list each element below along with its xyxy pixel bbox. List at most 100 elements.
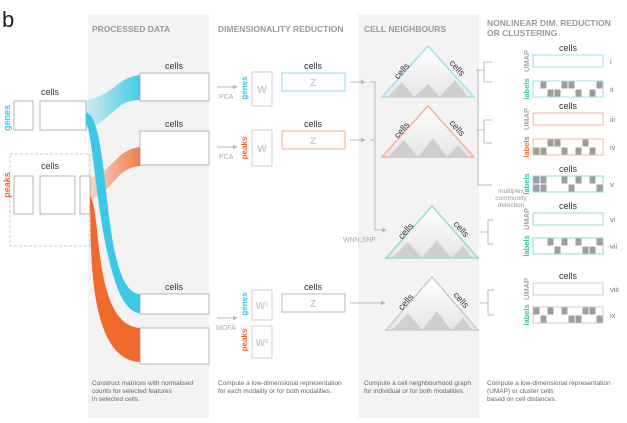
dimred-joint-peaks-label: peaks xyxy=(240,328,249,351)
label-cell xyxy=(547,89,554,97)
label-cell xyxy=(596,238,603,246)
output-numeral: ix xyxy=(610,311,616,320)
genes-flow-top xyxy=(86,75,140,130)
output-numeral: ii xyxy=(610,85,614,94)
z-joint-label: Z xyxy=(310,299,316,310)
z-peaks-label: Z xyxy=(310,136,316,147)
multiplex-label-2: community xyxy=(495,195,527,202)
label-cell xyxy=(575,147,582,155)
header-dimensionality-reduction: DIMENSIONALITY REDUCTION xyxy=(218,24,343,34)
raw-peaks-matrix-b xyxy=(39,175,76,215)
header-cell-neighbours: CELL NEIGHBOURS xyxy=(364,24,446,34)
header-nonlinear-line2: OR CLUSTERING xyxy=(487,28,558,38)
label-cell xyxy=(540,315,547,323)
label-cell xyxy=(554,89,561,97)
output-numeral: iv xyxy=(610,143,616,152)
label-cell xyxy=(582,307,589,315)
output-numeral: iii xyxy=(610,115,615,124)
proc-cells-label-1: cells xyxy=(165,61,184,71)
dimred-peaks-label: peaks xyxy=(240,136,249,159)
z-peaks-box xyxy=(281,130,346,150)
umap-embedding-box xyxy=(532,212,604,226)
label-cell xyxy=(596,81,603,89)
umap-embedding-box xyxy=(532,54,604,68)
bracket-genes xyxy=(476,61,492,83)
bracket-multiplex xyxy=(476,69,492,186)
bracket-joint xyxy=(480,289,494,316)
label-cell xyxy=(540,81,547,89)
caption-processed-3: in selected cells. xyxy=(92,396,140,403)
output-cells-label: cells xyxy=(559,43,578,53)
w-genes-box xyxy=(251,71,273,107)
proc-cells-label-3: cells xyxy=(165,282,184,292)
header-nonlinear-line1: NONLINEAR DIM. REDUCTION xyxy=(487,18,611,28)
w2-box xyxy=(251,325,273,359)
raw-peaks-label: peaks xyxy=(2,172,12,198)
umap-side-label: UMAP xyxy=(522,208,531,230)
w1-label: W¹ xyxy=(256,301,269,312)
label-cell xyxy=(568,81,575,89)
z-joint-box xyxy=(281,293,346,313)
label-cell xyxy=(596,184,603,192)
raw-peaks-cells-label: cells xyxy=(41,161,60,171)
multiplex-label-3: detection xyxy=(498,202,525,209)
proc-genes-matrix xyxy=(139,72,210,102)
raw-genes-cells-label: cells xyxy=(41,87,60,97)
peaks-flow-bottom xyxy=(90,196,140,362)
label-cell xyxy=(540,147,547,155)
umap-embedding-box xyxy=(532,282,604,296)
caption-nonlinear-2: (UMAP) or cluster cells xyxy=(487,388,554,395)
caption-neighbours-2: for individual or for both modalities. xyxy=(364,388,465,395)
output-cells-label: cells xyxy=(559,164,578,174)
caption-dimred-2: for each modality or for both modalities… xyxy=(218,388,332,395)
label-cell xyxy=(561,147,568,155)
z-cells-label-1: cells xyxy=(304,61,323,71)
label-cell xyxy=(561,307,568,315)
raw-genes-matrix-b xyxy=(39,100,87,131)
label-cell xyxy=(568,315,575,323)
z-cells-label-3: cells xyxy=(304,282,323,292)
cluster-labels-box xyxy=(532,175,604,193)
w-genes-label: W xyxy=(257,85,267,96)
output-numeral: i xyxy=(610,57,612,66)
label-cell xyxy=(589,176,596,184)
neighbour-graph-joint: cells cells xyxy=(384,275,480,331)
proc-peaks-matrix-joint xyxy=(139,327,210,365)
label-cell xyxy=(547,139,554,147)
output-numeral: v xyxy=(610,180,614,189)
header-processed-data: PROCESSED DATA xyxy=(92,24,170,34)
genes-flow-bottom xyxy=(86,112,140,313)
proc-peaks-matrix xyxy=(139,130,210,166)
pca-label-2: PCA xyxy=(219,154,234,161)
wnn-snf-label: WNN,SNF xyxy=(343,237,376,244)
label-cell xyxy=(582,246,589,254)
caption-processed-2: counts for selected features xyxy=(92,388,173,395)
caption-nonlinear-1: Compute a low-dimensional representation xyxy=(487,380,611,387)
w-peaks-box xyxy=(251,129,273,167)
label-cell xyxy=(547,307,554,315)
w-peaks-label: W xyxy=(257,144,267,155)
labels-side-label: labels xyxy=(522,235,531,256)
label-cell xyxy=(568,184,575,192)
raw-genes-matrix-a xyxy=(13,100,34,131)
output-numeral: vi xyxy=(610,215,616,224)
output-cells-label: cells xyxy=(559,101,578,111)
bracket-wnn xyxy=(480,219,494,245)
output-cells-label: cells xyxy=(559,271,578,281)
label-cell xyxy=(533,147,540,155)
label-cell xyxy=(533,176,540,184)
label-cell xyxy=(554,246,561,254)
label-cell xyxy=(575,238,582,246)
label-cell xyxy=(575,89,582,97)
w1-box xyxy=(251,289,273,321)
label-cell xyxy=(540,176,547,184)
label-cell xyxy=(575,176,582,184)
label-cell xyxy=(561,238,568,246)
label-cell xyxy=(561,81,568,89)
caption-nonlinear-3: based on cell distances. xyxy=(487,396,557,403)
labels-side-label: labels xyxy=(522,173,531,194)
caption-processed-1: Construct matrices with normalised xyxy=(92,380,194,387)
output-numeral: vii xyxy=(610,242,617,251)
